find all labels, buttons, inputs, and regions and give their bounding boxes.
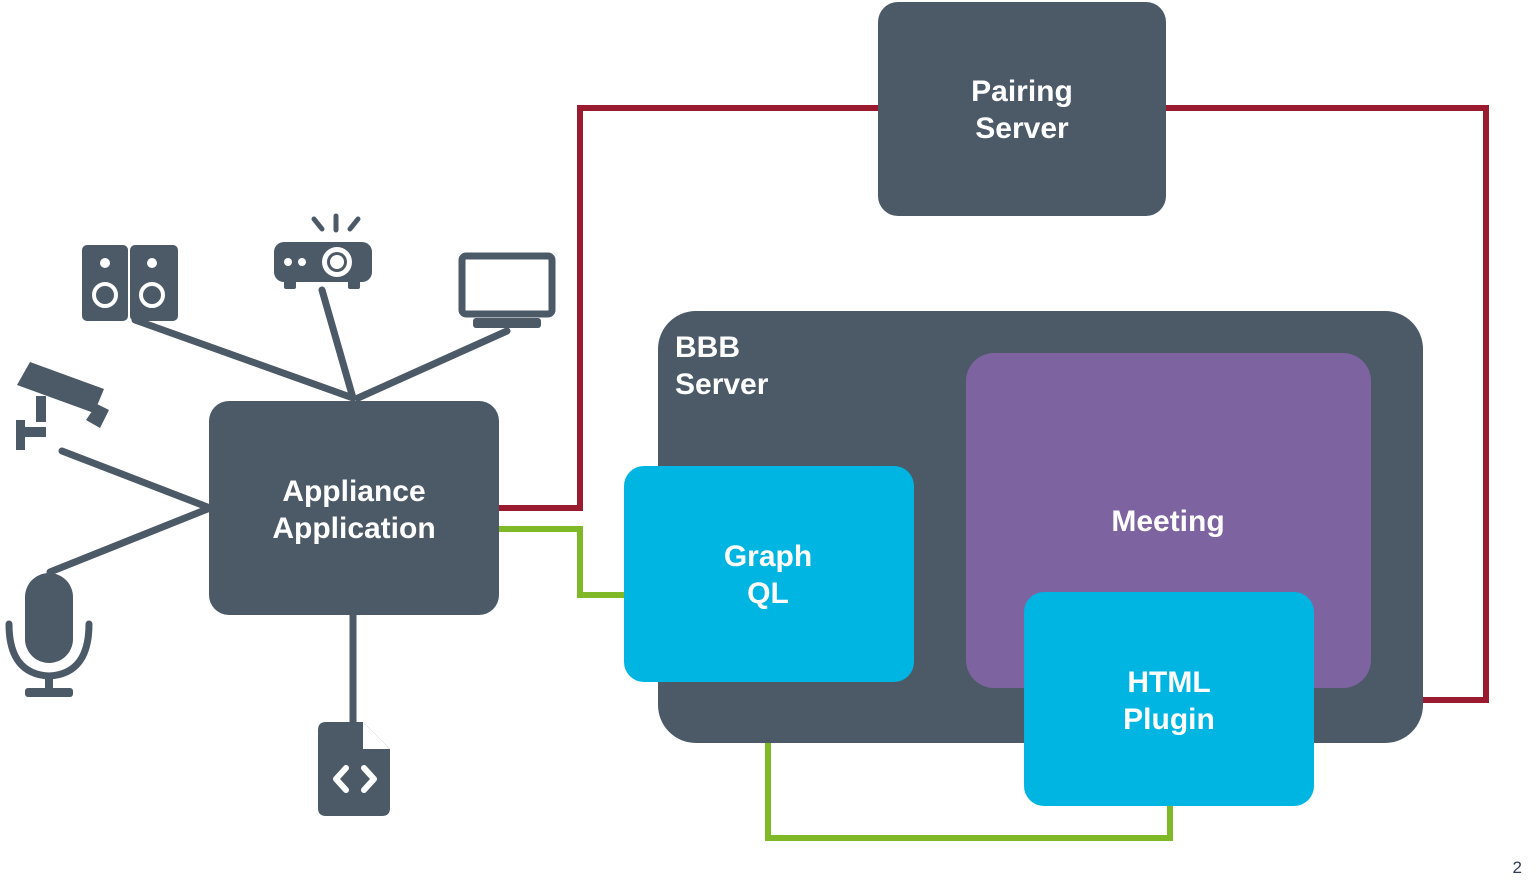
html-plugin-label-line1: HTML <box>1127 666 1210 699</box>
meeting-label: Meeting <box>1111 505 1224 538</box>
pairing-server-label-line2: Server <box>975 112 1069 145</box>
connector-graphql-to-html-plugin-green <box>765 680 1173 841</box>
speaker-icon <box>82 245 178 321</box>
graphql-label-line1: Graph <box>724 540 812 573</box>
html-plugin-label-line2: Plugin <box>1123 703 1215 736</box>
device-spokes <box>46 286 511 729</box>
page-number: 2 <box>1512 858 1522 877</box>
projector-icon <box>274 213 372 289</box>
appliance-application-label-line2: Application <box>272 512 435 545</box>
security-camera-icon <box>16 362 109 450</box>
graphql-box: Graph QL <box>624 466 914 682</box>
appliance-application-box: Appliance Application <box>209 401 499 615</box>
connector-appliance-to-graphql-green <box>498 526 626 598</box>
graphql-label-line2: QL <box>747 577 789 610</box>
pairing-server-box: Pairing Server <box>878 2 1166 216</box>
pairing-server-label-line1: Pairing <box>971 75 1073 108</box>
html-plugin-box: HTML Plugin <box>1024 592 1314 806</box>
bbb-server-label-line1: BBB <box>675 331 740 364</box>
monitor-icon <box>458 252 556 328</box>
bbb-server-label-line2: Server <box>675 368 769 401</box>
appliance-application-label-line1: Appliance <box>282 475 425 508</box>
code-file-icon <box>318 722 390 816</box>
microphone-icon <box>5 573 93 697</box>
connector-appliance-to-pairing-red <box>498 105 880 511</box>
